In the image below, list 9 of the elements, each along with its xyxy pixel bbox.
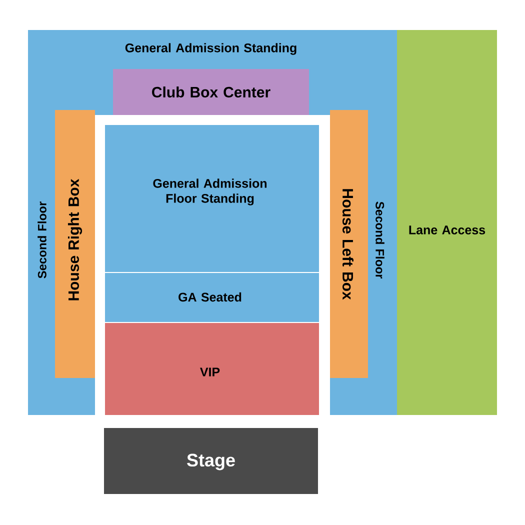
stage: Stage (104, 428, 318, 494)
club-box-section: Club Box Center (113, 69, 309, 115)
floor-section: GA Seated (105, 273, 319, 322)
node-label: General Admission Floor Standing (153, 178, 267, 206)
node-label: GA Seated (178, 292, 242, 302)
vip-section: VIP (105, 323, 319, 415)
lane-area: Lane Access (397, 30, 497, 415)
box-section: House Right Box (55, 110, 95, 378)
box-section: House Left Box (330, 110, 368, 378)
